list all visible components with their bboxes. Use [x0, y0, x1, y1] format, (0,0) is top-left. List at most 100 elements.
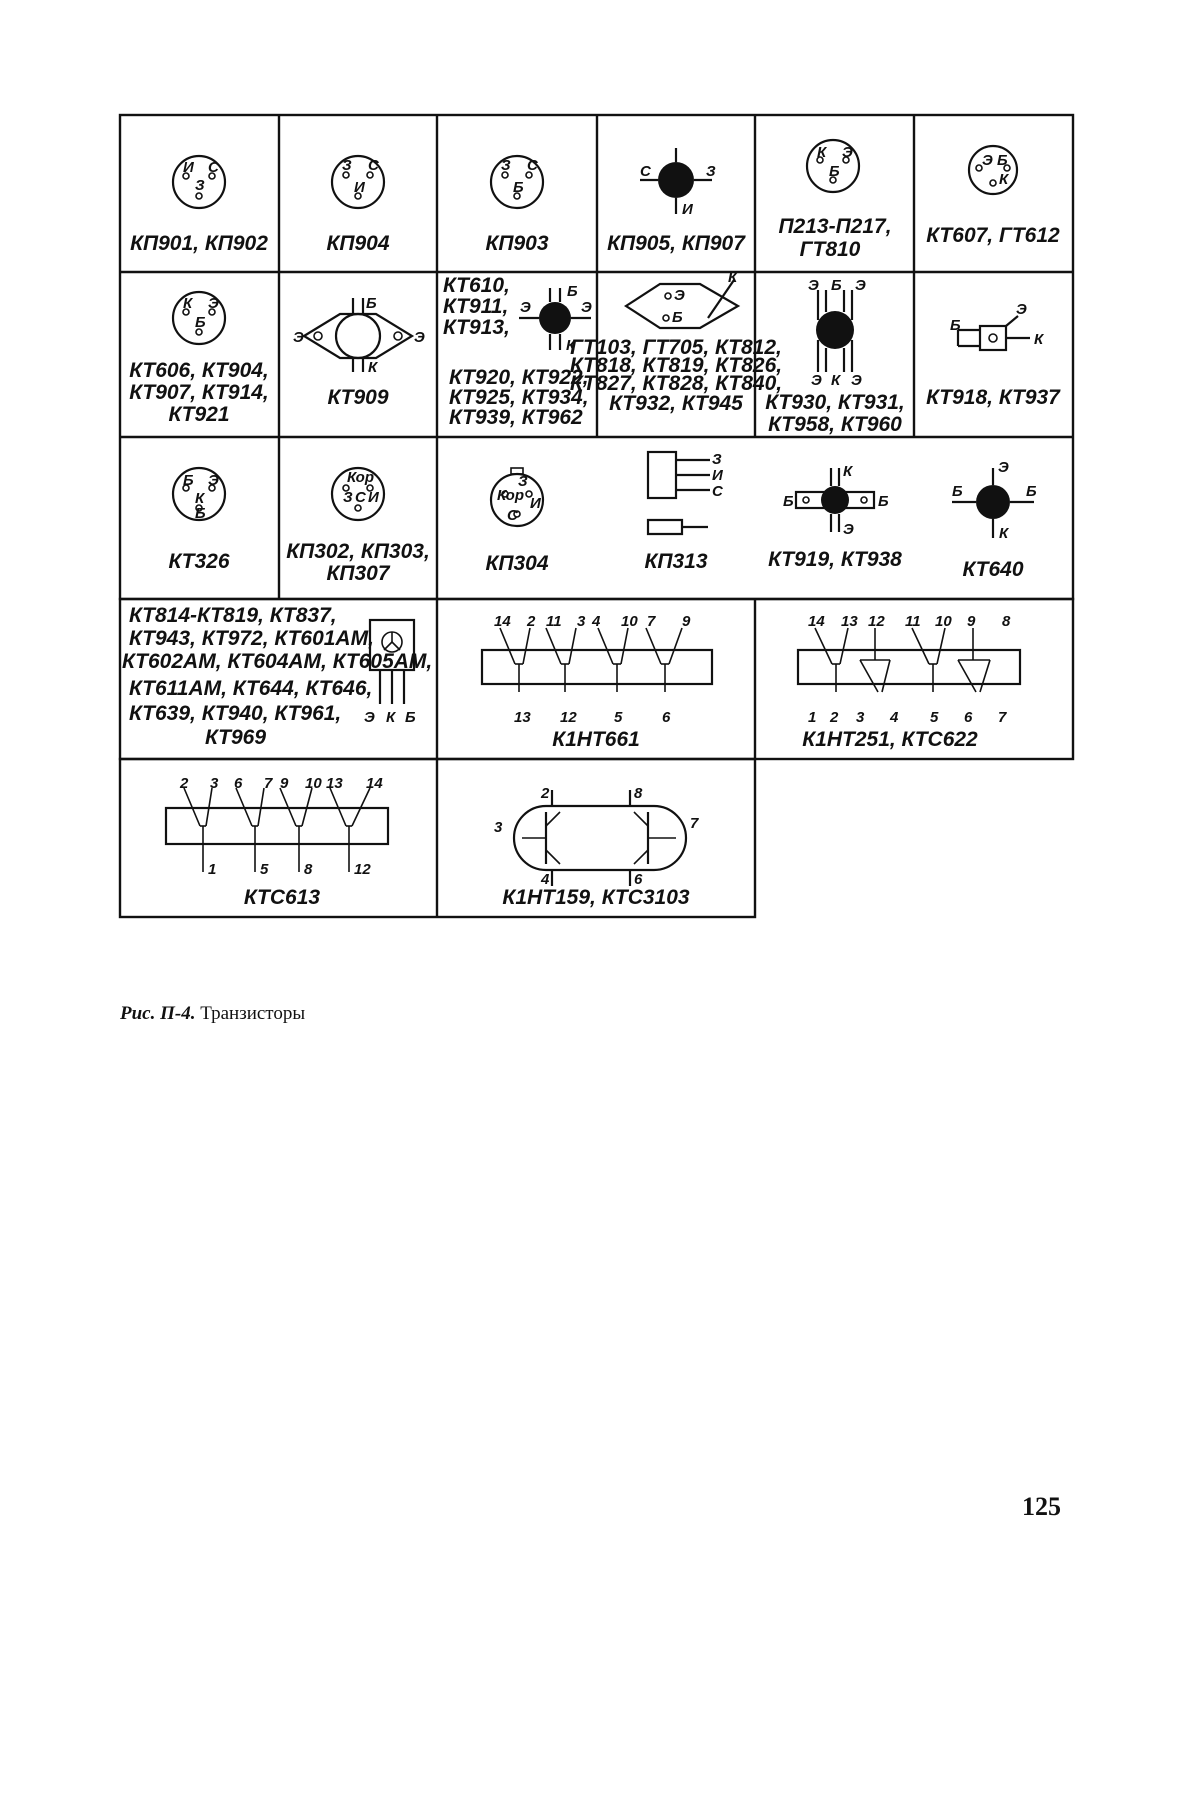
pin-label: 4: [591, 613, 601, 630]
pin-label: 14: [366, 775, 383, 792]
transistor-array-icon: [796, 627, 1022, 693]
stripline-package-icon: [956, 315, 1030, 352]
pin-label: 12: [354, 861, 371, 878]
cell-p213-gt810: К Э Б П213-П217, ГТ810: [778, 138, 892, 261]
pin-label: 8: [304, 861, 313, 878]
pin-label: Б: [997, 152, 1008, 169]
part-number-label: КТ814-КТ819, КТ837,: [129, 604, 337, 627]
pin-label: Б: [405, 709, 416, 726]
pin-label: Э: [855, 277, 866, 294]
transistor-array-icon: [480, 627, 714, 692]
part-number-label: КТ326: [168, 550, 229, 573]
pin-label: Э: [293, 329, 304, 346]
pin-label: Кор: [497, 487, 524, 504]
flange-stripline-package-icon: [794, 468, 876, 532]
part-number-label: КП302, КП303,: [286, 540, 430, 563]
cell-kp905-kp907: С З И КП905, КП907: [607, 148, 746, 255]
pin-label: Б: [950, 317, 961, 334]
pin-label: 2: [179, 775, 189, 792]
part-number-label: КП903: [485, 232, 548, 255]
pin-label: С: [368, 157, 380, 174]
part-number-label: ГТ103, ГТ705, КТ812,: [570, 336, 782, 359]
part-number-label: КТ907, КТ914,: [129, 381, 269, 404]
part-number-label: КТ610,: [443, 274, 510, 297]
part-number-label: К1НТ661: [552, 728, 640, 751]
pin-label: К: [195, 490, 206, 507]
to-case-outline-icon: [171, 154, 227, 210]
to-case-outline-icon: [967, 144, 1019, 196]
page-number: 125: [1022, 1492, 1061, 1521]
pin-label: К: [566, 337, 577, 354]
pin-label: З: [706, 163, 716, 180]
pin-label: К: [999, 525, 1010, 542]
pin-label: С: [507, 507, 519, 524]
part-number-label: КТ925, КТ934,: [449, 386, 589, 409]
pin-label: 6: [234, 775, 243, 792]
pin-label: Б: [366, 295, 377, 312]
cell-k1nt251-kts622: 14 13 12 11 10 9 8 1 2 3 4 5 6 7 К1НТ251…: [796, 613, 1022, 751]
pin-label: И: [682, 201, 694, 218]
part-number-label: КТ827, КТ828, КТ840,: [570, 372, 782, 395]
cell-kt606-kt921: К Э Б КТ606, КТ904, КТ907, КТ914, КТ921: [129, 290, 269, 426]
pin-label: З: [712, 451, 722, 468]
pin-label: Э: [998, 459, 1009, 476]
pin-label: Б: [513, 179, 524, 196]
pin-label: 8: [634, 785, 643, 802]
part-number-label: КТ607, ГТ612: [926, 224, 1060, 247]
pin-label: И: [368, 489, 380, 506]
pin-label: Э: [520, 299, 531, 316]
part-number-label: КТС613: [244, 886, 321, 909]
pin-label: К: [843, 463, 854, 480]
cell-gt103-kt945: Э Б К ГТ103, ГТ705, КТ812, КТ818, КТ819,…: [570, 269, 782, 415]
pin-label: Б: [567, 283, 578, 300]
cell-kts613: 2 3 6 7 9 10 13 14 1 5 8 12 КТС613: [164, 775, 390, 909]
stripline-package-icon: [816, 290, 854, 372]
pin-label: Б: [195, 505, 206, 522]
pin-label: Э: [1016, 301, 1027, 318]
stripline-package-icon: [640, 148, 712, 214]
pin-label: Б: [1026, 483, 1037, 500]
part-number-label: П213-П217,: [778, 215, 891, 238]
pin-label: 14: [494, 613, 511, 630]
pin-label: 8: [1002, 613, 1011, 630]
pin-label: И: [530, 495, 542, 512]
pin-label: Б: [831, 277, 842, 294]
pin-label: 6: [964, 709, 973, 726]
part-number-label: КТ911,: [443, 295, 508, 318]
to-case-outline-icon: [171, 290, 227, 346]
figure-number: Рис. П-4.: [120, 1003, 196, 1024]
to3-package-icon: [623, 279, 741, 330]
part-number-label: КП307: [326, 562, 390, 585]
part-number-label: КТ919, КТ938: [768, 548, 902, 571]
pin-label: 14: [808, 613, 825, 630]
flange-package-icon: [301, 298, 415, 372]
cell-kt610-kt962: Б Э Э К КТ610, КТ911, КТ913, КТ920, КТ92…: [443, 274, 592, 429]
pin-label: Э: [364, 709, 375, 726]
part-number-label: КТ918, КТ937: [926, 386, 1061, 409]
cell-kt909: Б Э Э К КТ909: [293, 295, 425, 409]
pin-label: З: [501, 157, 511, 174]
part-number-label: К1НТ159, КТС3103: [502, 886, 689, 909]
part-number-label: КТ921: [168, 403, 229, 426]
stripline-package-icon: [519, 288, 591, 350]
pin-label: 12: [868, 613, 885, 630]
pin-label: 13: [326, 775, 343, 792]
table-grid: [118, 113, 1075, 919]
cell-kt918-kt937: Б Э К КТ918, КТ937: [926, 301, 1061, 409]
pin-label: Б: [829, 163, 840, 180]
to220-package-icon: [646, 450, 710, 536]
pin-label: Э: [842, 144, 853, 161]
pin-label: Б: [783, 493, 794, 510]
pin-label: 2: [829, 709, 839, 726]
pin-label: Кор: [347, 469, 374, 486]
part-number-label: КТ611АМ, КТ644, КТ646,: [129, 677, 372, 700]
pin-label: Б: [878, 493, 889, 510]
part-number-label: КП904: [326, 232, 389, 255]
pin-label: 13: [841, 613, 858, 630]
part-number-label: КП905, КП907: [607, 232, 746, 255]
part-number-label: К1НТ251, КТС622: [802, 728, 978, 751]
part-number-label: КТ939, КТ962: [449, 406, 583, 429]
cell-kt640: Б Э Б К КТ640: [952, 459, 1037, 581]
part-number-label: КТ913,: [443, 316, 510, 339]
